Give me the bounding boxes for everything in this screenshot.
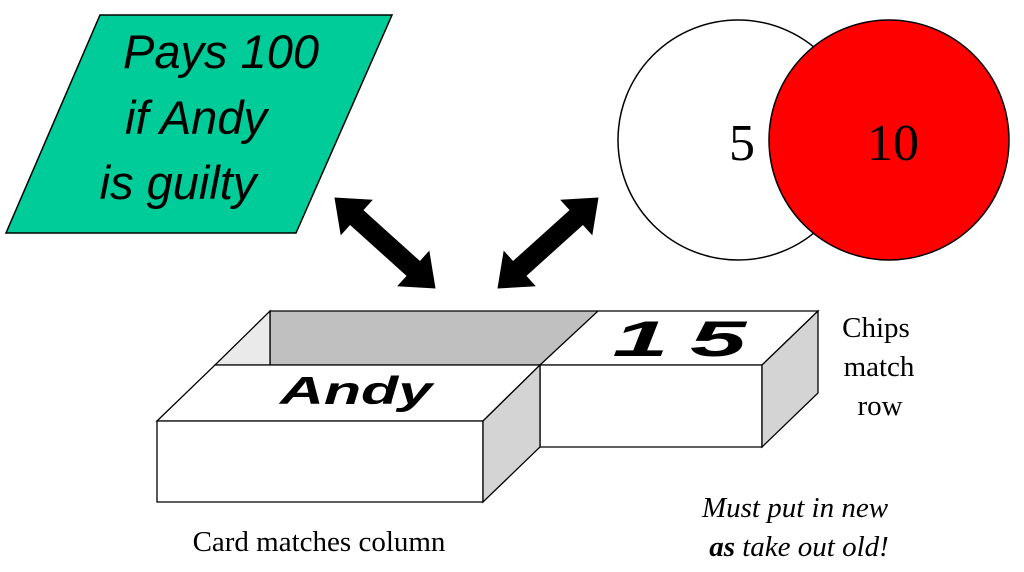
arrows [334,197,599,289]
side-label-line-3: row [857,390,902,422]
row-block-side [761,309,819,449]
note: Must put in new as take out old! [701,492,889,563]
chip-red-value: 10 [867,115,919,172]
right-arrow-shape [497,197,599,289]
row-block-front [539,364,763,448]
note-line-2: as take out old! [709,531,889,563]
chips: 5 10 [617,19,1010,261]
green-card: Pays 100 if Andy is guilty [4,14,394,234]
note-bold-word: as [709,531,735,563]
green-card-shape [4,14,394,234]
double-arrow-icon [334,197,436,289]
row-label-15: 15 [612,310,767,366]
card-line-2: if Andy [125,91,269,144]
double-arrow-icon [497,197,599,289]
left-arrow-shape [334,197,436,289]
ballot-box: Andy 15 [155,309,820,504]
note-line-1: Must put in new [701,492,889,524]
chip-white-value: 5 [729,115,755,172]
side-label-line-2: match [844,351,915,383]
chip-red [768,19,1010,261]
card-line-3: is guilty [100,156,259,209]
note-line-2-rest: take out old! [735,531,889,563]
card-line-1: Pays 100 [123,25,319,78]
column-block-front [156,420,484,503]
card-matches-column-label: Card matches column [193,526,446,558]
box-inner-left [213,309,271,366]
side-label-line-1: Chips [842,312,910,344]
column-block-side [482,363,541,504]
chips-match-row-label: Chips match row [842,312,915,422]
column-label-andy: Andy [278,369,436,412]
